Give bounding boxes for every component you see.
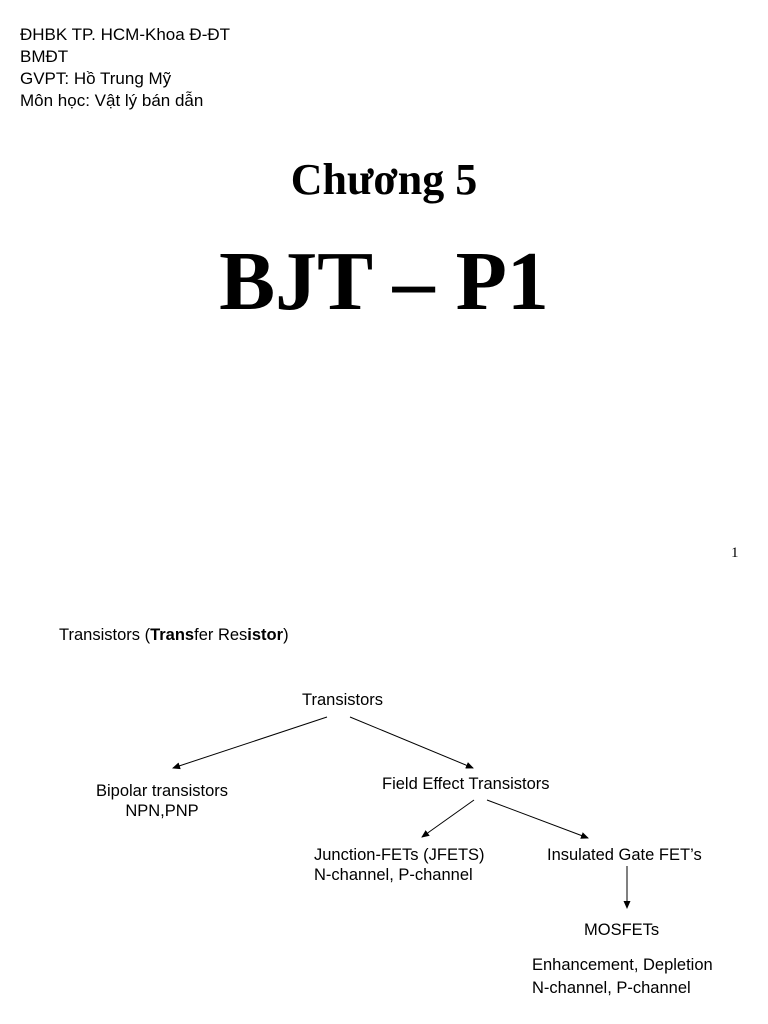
header-line-subject: Môn học: Vật lý bán dẫn — [20, 91, 204, 110]
jfet-types: N-channel, P-channel — [314, 866, 473, 884]
intro-line: Transistors (Transfer Resistor) — [59, 626, 289, 645]
intro-mid: fer Res — [194, 626, 248, 644]
tree-node-transistors: Transistors — [302, 691, 383, 709]
arrow-to-jfet — [421, 799, 475, 838]
mosfet-channels: N-channel, P-channel — [532, 979, 691, 997]
arrow-to-igfet — [486, 799, 589, 839]
tree-node-igfet: Insulated Gate FET’s — [547, 846, 702, 864]
header-line-department: BMĐT — [20, 47, 69, 66]
arrow-to-fet — [349, 716, 474, 769]
chapter-heading: Chương 5 — [290, 155, 478, 204]
tree-node-bipolar: Bipolar transistors NPN,PNP — [84, 781, 240, 821]
mosfet-modes: Enhancement, Depletion — [532, 956, 713, 974]
course-header: ĐHBK TP. HCM-Khoa Đ-ĐT BMĐT GVPT: Hồ Tru… — [20, 24, 230, 112]
bipolar-types: NPN,PNP — [125, 802, 199, 820]
tree-node-mosfet: MOSFETs — [584, 921, 660, 939]
header-line-lecturer: GVPT: Hồ Trung Mỹ — [20, 69, 172, 88]
header-line-university: ĐHBK TP. HCM-Khoa Đ-ĐT — [20, 25, 231, 44]
tree-node-mosfet-types: Enhancement, Depletion N-channel, P-chan… — [532, 954, 713, 1000]
intro-suffix: ) — [283, 626, 289, 644]
intro-bold-istor: istor — [247, 626, 284, 644]
slide-title: BJT – P1 — [219, 235, 549, 328]
jfet-label: Junction-FETs (JFETS) — [314, 846, 485, 864]
intro-bold-trans: Trans — [150, 626, 195, 644]
tree-node-jfet: Junction-FETs (JFETS) N-channel, P-chann… — [314, 845, 485, 885]
bipolar-label: Bipolar transistors — [95, 782, 229, 800]
intro-prefix: Transistors ( — [59, 626, 151, 644]
tree-node-fet: Field Effect Transistors — [382, 775, 550, 793]
arrow-to-bipolar — [172, 716, 328, 770]
page-number: 1 — [731, 545, 739, 561]
